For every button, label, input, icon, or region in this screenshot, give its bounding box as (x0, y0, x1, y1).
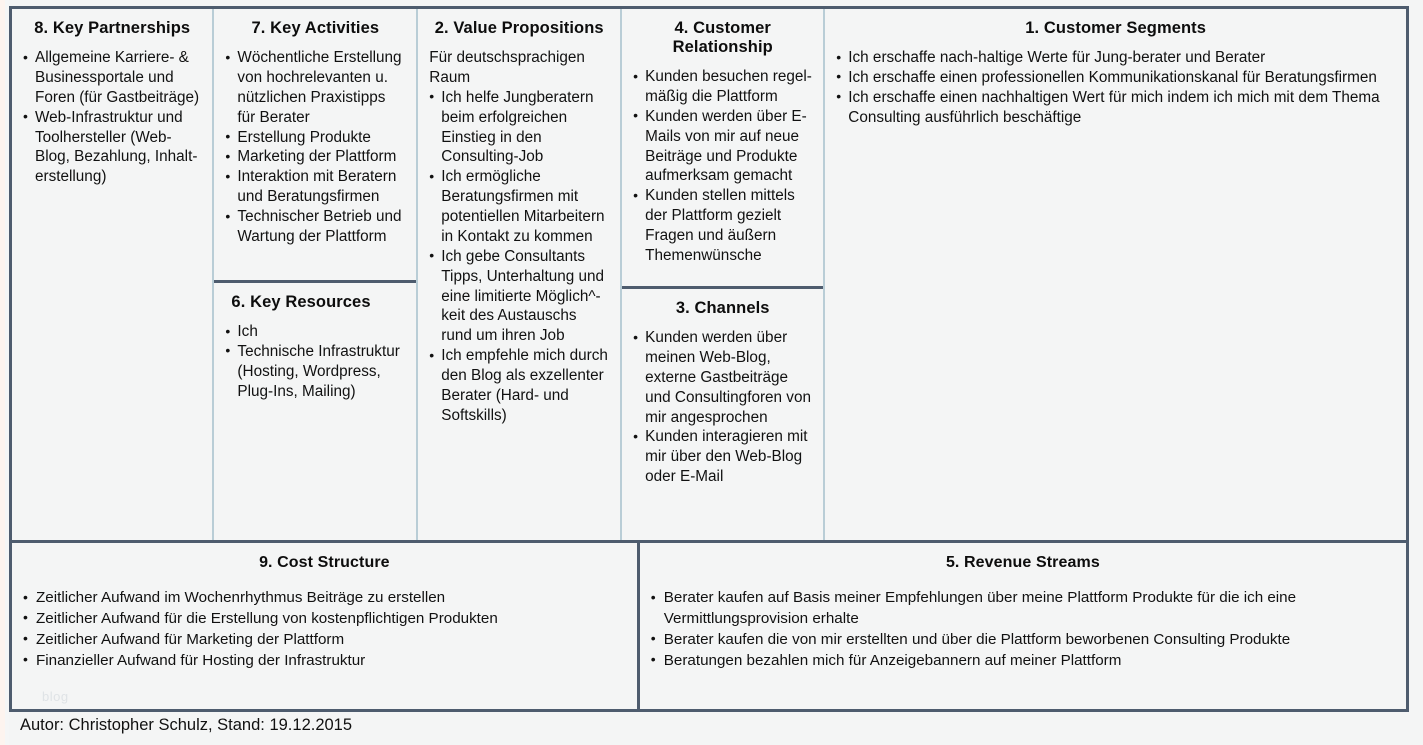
list-customer-segments: Ich erschaffe nach-haltige Werte für Jun… (836, 48, 1395, 128)
list-item: Berater kaufen auf Basis meiner Empfehlu… (651, 588, 1395, 630)
list-item: Kunden besuchen regel-mäßig die Plattfor… (633, 67, 812, 107)
column-value-propositions: 2. Value Propositions Für deutschsprachi… (418, 9, 623, 540)
block-channels[interactable]: 3. Channels Kunden werden über meinen We… (622, 286, 824, 540)
footer-author-date: Autor: Christopher Schulz, Stand: 19.12.… (20, 716, 353, 734)
list-item: Kunden interagieren mit mir über den Web… (633, 427, 812, 487)
list-item: Allgemeine Karriere- & Businessportale u… (23, 48, 201, 108)
business-model-canvas: 8. Key Partnerships Allgemeine Karriere-… (9, 6, 1409, 712)
list-item: Zeitlicher Aufwand für die Erstellung vo… (23, 608, 626, 630)
list-item: Ich (225, 322, 405, 342)
list-channels: Kunden werden über meinen Web-Blog, exte… (633, 327, 812, 487)
list-item: Finanzieller Aufwand für Hosting der Inf… (23, 650, 626, 672)
list-customer-relationship: Kunden besuchen regel-mäßig die Plattfor… (633, 67, 812, 266)
list-key-activities: Wöchentliche Erstellung von hochrelevant… (225, 48, 405, 247)
list-item: Zeitlicher Aufwand für Marketing der Pla… (23, 629, 626, 651)
list-item: Kunden stellen mittels der Plattform gez… (633, 186, 812, 266)
list-item: Berater kaufen die von mir erstellten un… (651, 629, 1395, 651)
list-item: Ich gebe Consultants Tipps, Unterhaltung… (429, 246, 609, 346)
value-propositions-intro: Für deutschsprachigen Raum (429, 49, 585, 86)
block-title-key-partnerships: 8. Key Partnerships (34, 19, 191, 37)
block-key-resources[interactable]: 6. Key Resources Ich Technische Infrastr… (214, 280, 417, 540)
block-cost-structure[interactable]: 9. Cost Structure Zeitlicher Aufwand im … (12, 543, 640, 709)
block-title-key-activities: 7. Key Activities (251, 19, 380, 37)
block-key-activities[interactable]: 7. Key Activities Wöchentliche Erstellun… (214, 9, 417, 280)
blog-watermark: blog (42, 689, 69, 704)
block-title-customer-relationship: 4. Customer Relationship (672, 19, 773, 56)
canvas-top-row: 8. Key Partnerships Allgemeine Karriere-… (12, 9, 1406, 540)
list-item: Wöchentliche Erstellung von hochrelevant… (225, 48, 405, 128)
column-customer-segments: 1. Customer Segments Ich erschaffe nach-… (825, 9, 1406, 540)
block-revenue-streams[interactable]: 5. Revenue Streams Berater kaufen auf Ba… (639, 543, 1406, 709)
block-key-partnerships[interactable]: 8. Key Partnerships Allgemeine Karriere-… (12, 9, 213, 540)
list-item: Ich empfehle mich durch den Blog als exz… (429, 346, 609, 426)
list-item: Technische Infrastruktur (Hosting, Wordp… (225, 341, 405, 402)
column-key-activities-resources: 7. Key Activities Wöchentliche Erstellun… (214, 9, 419, 540)
list-revenue-streams: Berater kaufen auf Basis meiner Empfehlu… (651, 588, 1395, 672)
list-item: Marketing der Plattform (225, 147, 405, 167)
block-title-key-resources: 6. Key Resources (231, 293, 371, 311)
list-item: Beratungen bezahlen mich für Anzeigebann… (651, 650, 1395, 672)
list-item: Erstellung Produkte (225, 127, 405, 148)
list-item: Interaktion mit Beratern und Beratungsfi… (225, 167, 405, 207)
list-item: Ich erschaffe einen nachhaltigen Wert fü… (836, 87, 1395, 128)
list-item: Ich erschaffe nach-haltige Werte für Jun… (836, 48, 1395, 68)
canvas-bottom-row: 9. Cost Structure Zeitlicher Aufwand im … (12, 540, 1406, 709)
list-item: Ich helfe Jungberatern beim erfolgreiche… (429, 87, 609, 168)
list-item: Kunden werden über meinen Web-Blog, exte… (633, 327, 812, 427)
block-title-revenue-streams: 5. Revenue Streams (945, 554, 1100, 571)
list-item: Zeitlicher Aufwand im Wochenrhythmus Bei… (23, 588, 626, 609)
block-title-customer-segments: 1. Customer Segments (1025, 19, 1207, 37)
block-customer-segments[interactable]: 1. Customer Segments Ich erschaffe nach-… (825, 9, 1406, 540)
list-value-propositions: Für deutschsprachigen Raum Ich helfe Jun… (429, 48, 609, 426)
list-item: Kunden werden über E-Mails von mir auf n… (633, 106, 812, 187)
list-key-resources: Ich Technische Infrastruktur (Hosting, W… (225, 322, 405, 402)
list-item: Ich ermögliche Beratungsfirmen mit poten… (429, 167, 609, 247)
block-customer-relationship[interactable]: 4. Customer Relationship Kunden besuchen… (622, 9, 824, 286)
column-key-partnerships: 8. Key Partnerships Allgemeine Karriere-… (12, 9, 215, 540)
list-item: Ich erschaffe einen professionellen Komm… (836, 67, 1395, 88)
block-title-channels: 3. Channels (675, 299, 770, 317)
block-title-value-propositions: 2. Value Propositions (434, 19, 604, 37)
list-cost-structure: Zeitlicher Aufwand im Wochenrhythmus Bei… (23, 588, 626, 672)
list-item: Web-Infrastruktur und Toolhersteller (We… (23, 107, 201, 188)
list-key-partnerships: Allgemeine Karriere- & Businessportale u… (23, 48, 201, 187)
column-customer-relationship-channels: 4. Customer Relationship Kunden besuchen… (622, 9, 826, 540)
block-value-propositions[interactable]: 2. Value Propositions Für deutschsprachi… (418, 9, 621, 540)
list-item: Technischer Betrieb und Wartung der Plat… (225, 207, 405, 247)
block-title-cost-structure: 9. Cost Structure (259, 554, 390, 571)
